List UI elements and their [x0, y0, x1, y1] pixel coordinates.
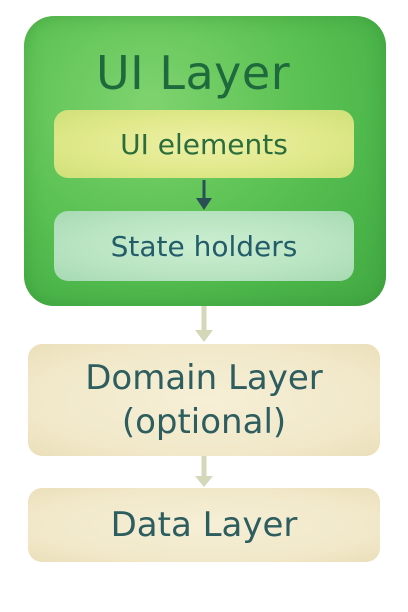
- domain-layer-optional-label: (optional): [121, 402, 287, 442]
- ui-elements-label: UI elements: [120, 127, 288, 161]
- ui-elements-box: UI elements: [54, 110, 354, 178]
- data-layer-box: Data Layer: [28, 488, 380, 562]
- state-holders-box: State holders: [54, 211, 354, 281]
- ui-layer-box: UI Layer UI elements State holders: [24, 16, 386, 306]
- domain-layer-label: Domain Layer: [85, 358, 323, 398]
- ui-layer-title: UI Layer: [96, 46, 291, 100]
- arrow-ui-layer-to-domain-layer: [195, 306, 213, 342]
- state-holders-label: State holders: [110, 229, 298, 263]
- domain-layer-box: Domain Layer (optional): [28, 344, 380, 456]
- arrow-domain-layer-to-data-layer: [195, 456, 213, 487]
- data-layer-label: Data Layer: [110, 505, 298, 545]
